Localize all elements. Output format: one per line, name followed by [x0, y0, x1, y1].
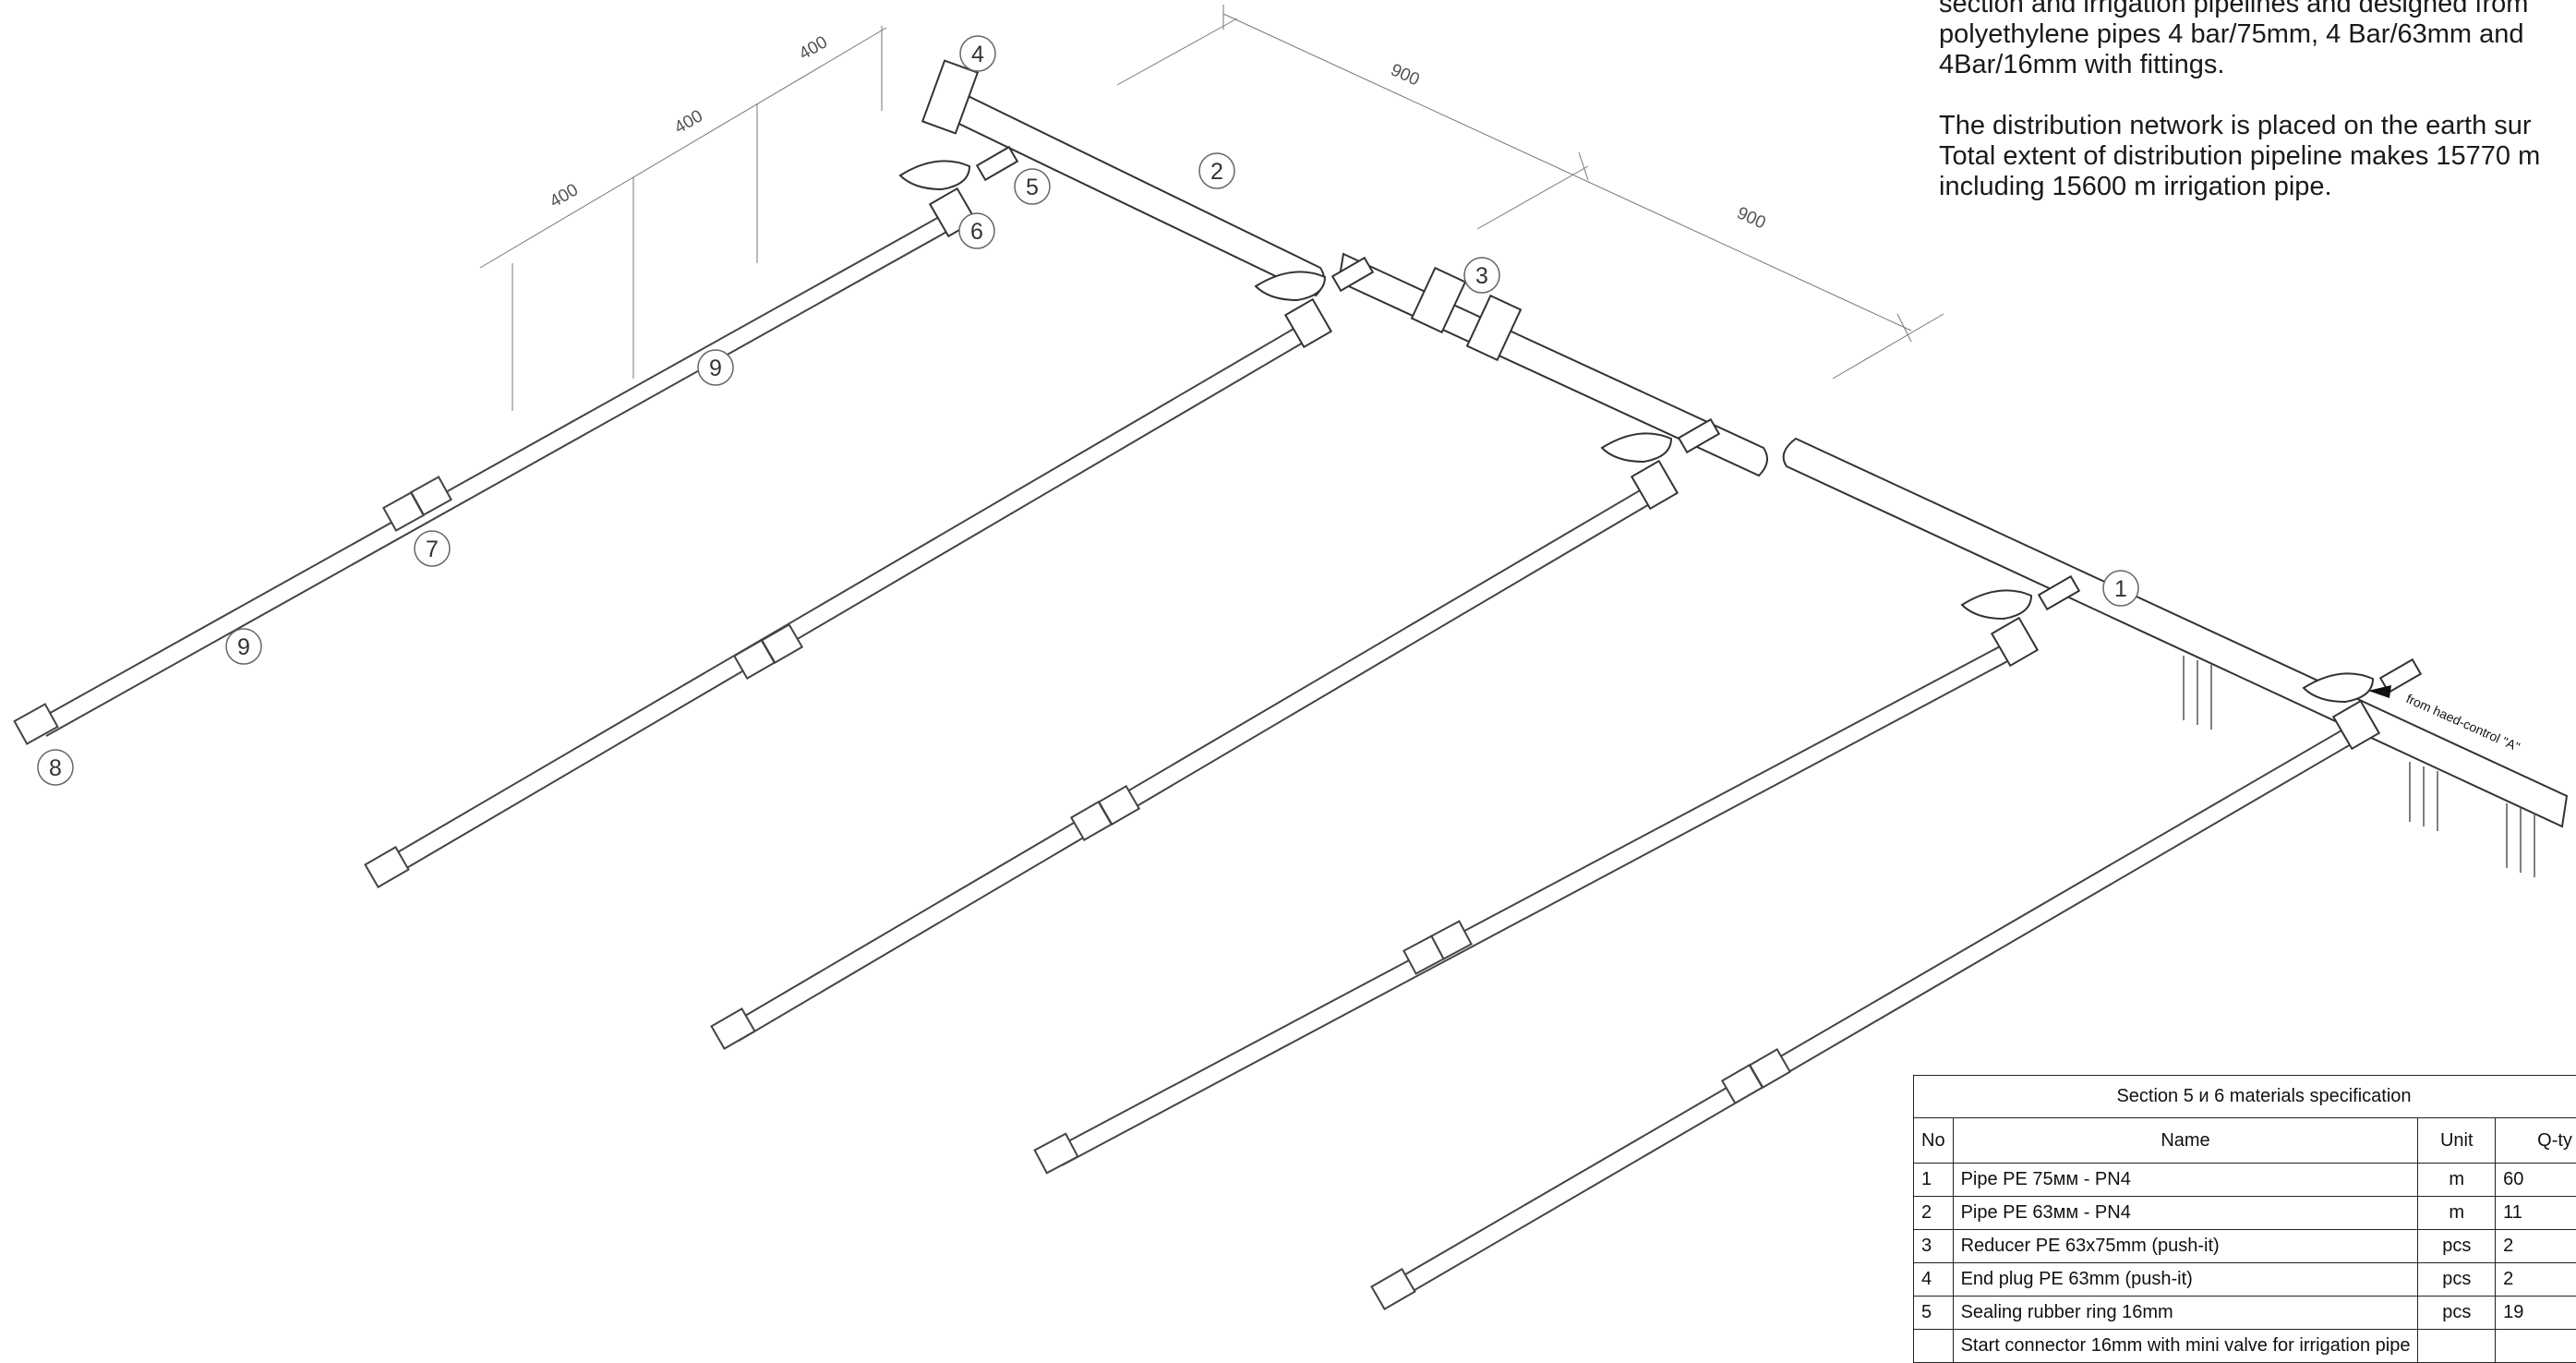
desc-line: The distribution network is placed on th… [1939, 111, 2532, 140]
valve-1 [900, 147, 1017, 236]
cell-unit: pcs [2418, 1263, 2496, 1297]
cell-qty: 19 [2496, 1297, 2576, 1330]
dim-900-b: 900 [1734, 203, 1769, 233]
svg-text:7: 7 [426, 537, 439, 562]
callout-5: 5 [1015, 169, 1050, 204]
col-header-name: Name [1953, 1118, 2418, 1164]
cell-qty: 2 [2496, 1263, 2576, 1297]
col-header-qty: Q-ty [2496, 1118, 2576, 1164]
cell-no [1914, 1330, 1954, 1363]
cell-name: End plug PE 63mm (push-it) [1953, 1263, 2418, 1297]
svg-text:4: 4 [971, 42, 984, 67]
materials-spec-table: Section 5 и 6 materials specification No… [1913, 1075, 2576, 1363]
svg-text:5: 5 [1026, 175, 1039, 200]
cell-unit: pcs [2418, 1230, 2496, 1263]
callout-6: 6 [959, 213, 994, 248]
desc-line: 4Bar/16mm with fittings. [1939, 50, 2224, 79]
lateral-1 [15, 208, 965, 743]
svg-text:9: 9 [709, 356, 722, 381]
svg-text:8: 8 [49, 755, 62, 781]
svg-text:3: 3 [1475, 263, 1488, 289]
cell-unit: pcs [2418, 1297, 2496, 1330]
svg-text:2: 2 [1210, 159, 1223, 185]
lateral-2 [366, 319, 1320, 887]
callout-1: 1 [2103, 571, 2138, 606]
callout-3: 3 [1464, 258, 1499, 293]
valve-3 [1602, 419, 1719, 509]
svg-text:6: 6 [970, 219, 983, 245]
cell-qty [2496, 1330, 2576, 1363]
dim-400-b: 400 [671, 106, 706, 138]
callout-8: 8 [38, 750, 73, 785]
cell-name: Reducer PE 63x75mm (push-it) [1953, 1230, 2418, 1263]
callout-2: 2 [1199, 153, 1234, 188]
cell-unit [2418, 1330, 2496, 1363]
callouts: 1 2 3 4 5 6 7 8 9 9 [38, 36, 2138, 785]
svg-text:1: 1 [2114, 576, 2127, 602]
reducer-fittings [922, 61, 1521, 360]
description-text: section and irrigation pipelines and des… [1939, 0, 2576, 233]
desc-line: including 15600 m irrigation pipe. [1939, 172, 2332, 201]
cell-qty: 60 [2496, 1164, 2576, 1197]
desc-line: section and irrigation pipelines and des… [1939, 0, 2528, 18]
desc-line: Total extent of distribution pipeline ma… [1939, 141, 2540, 171]
callout-4: 4 [960, 36, 995, 71]
description-paragraph-1: section and irrigation pipelines and des… [1939, 0, 2576, 80]
callout-9-a: 9 [698, 350, 733, 385]
svg-text:9: 9 [237, 634, 250, 660]
table-row: Start connector 16mm with mini valve for… [1914, 1330, 2576, 1363]
spec-table-title: Section 5 и 6 materials specification [1914, 1076, 2576, 1118]
cell-no: 5 [1914, 1297, 1954, 1330]
cell-no: 3 [1914, 1230, 1954, 1263]
cell-no: 4 [1914, 1263, 1954, 1297]
lateral-3 [712, 480, 1667, 1049]
cell-qty: 2 [2496, 1230, 2576, 1263]
description-paragraph-2: The distribution network is placed on th… [1939, 111, 2576, 202]
cell-no: 2 [1914, 1197, 1954, 1230]
lateral-4 [1035, 637, 2027, 1173]
valve-4 [1962, 576, 2079, 666]
start-connectors [900, 147, 2421, 749]
col-header-unit: Unit [2418, 1118, 2496, 1164]
desc-line: polyethylene pipes 4 bar/75mm, 4 Bar/63m… [1939, 19, 2524, 49]
cell-no: 1 [1914, 1164, 1954, 1197]
cell-qty: 11 [2496, 1197, 2576, 1230]
cell-unit: m [2418, 1197, 2496, 1230]
cell-name: Pipe PE 75мм - PN4 [1953, 1164, 2418, 1197]
dim-400-a: 400 [547, 180, 582, 211]
cell-name: Sealing rubber ring 16mm [1953, 1297, 2418, 1330]
dim-900-a: 900 [1388, 60, 1423, 90]
dim-400-c: 400 [796, 32, 831, 64]
cell-name: Pipe PE 63мм - PN4 [1953, 1197, 2418, 1230]
callout-9-b: 9 [226, 629, 261, 664]
callout-7: 7 [415, 531, 450, 566]
cell-name: Start connector 16mm with mini valve for… [1953, 1330, 2418, 1363]
cell-unit: m [2418, 1164, 2496, 1197]
col-header-no: No [1914, 1118, 1954, 1164]
